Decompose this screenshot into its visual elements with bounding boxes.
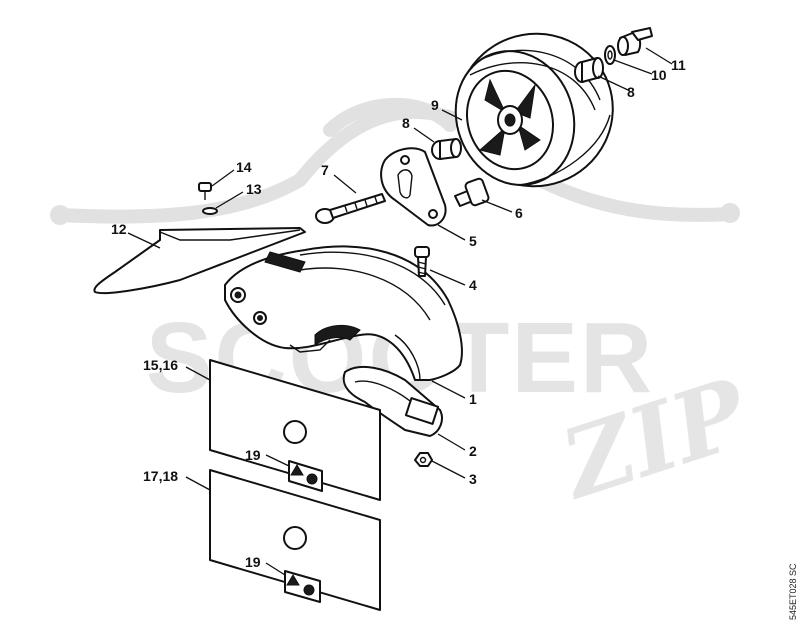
part-label-19-upper bbox=[288, 460, 323, 492]
callout-6: 6 bbox=[515, 205, 523, 221]
callout-11: 11 bbox=[671, 57, 686, 73]
part-strip-17-18 bbox=[209, 469, 381, 611]
part-label-19-lower bbox=[284, 570, 321, 603]
callout-9: 9 bbox=[431, 97, 439, 113]
part-bracket-5 bbox=[380, 147, 447, 227]
part-wingnut-11 bbox=[617, 27, 653, 56]
part-bolt-7 bbox=[315, 193, 386, 224]
callout-1: 1 bbox=[469, 391, 477, 407]
callout-8-middle: 8 bbox=[402, 115, 410, 131]
part-guard-1 bbox=[224, 245, 463, 381]
part-screw-4 bbox=[414, 246, 430, 277]
callout-19-lower: 19 bbox=[245, 554, 261, 570]
callout-5: 5 bbox=[469, 233, 477, 249]
callout-10: 10 bbox=[651, 67, 667, 83]
callout-15-16: 15,16 bbox=[143, 357, 178, 373]
callout-14: 14 bbox=[236, 159, 252, 175]
part-wheel-9 bbox=[454, 32, 614, 188]
part-strip-15-16 bbox=[209, 359, 381, 501]
callout-19-upper: 19 bbox=[245, 447, 261, 463]
callout-13: 13 bbox=[246, 181, 262, 197]
part-washer-13 bbox=[202, 207, 218, 215]
callout-17-18: 17,18 bbox=[143, 468, 178, 484]
drawing-code: 545ET028 SC bbox=[788, 563, 798, 620]
callout-12: 12 bbox=[111, 221, 127, 237]
part-bushing-8-right bbox=[574, 57, 604, 83]
part-bolt-6 bbox=[454, 177, 490, 207]
part-screw-14 bbox=[198, 182, 212, 200]
callout-2: 2 bbox=[469, 443, 477, 459]
callout-8-right: 8 bbox=[627, 84, 635, 100]
callout-4: 4 bbox=[469, 277, 477, 293]
part-washer-10 bbox=[604, 45, 616, 65]
callout-numbers: 1 2 3 4 5 6 7 8 8 9 10 11 12 13 14 15,16… bbox=[111, 57, 686, 570]
part-bushing-8-middle bbox=[431, 138, 462, 160]
callout-3: 3 bbox=[469, 471, 477, 487]
part-clamp-2 bbox=[342, 365, 443, 437]
leader-lines bbox=[127, 47, 673, 576]
callout-7: 7 bbox=[321, 162, 329, 178]
part-plate-12 bbox=[93, 227, 306, 295]
